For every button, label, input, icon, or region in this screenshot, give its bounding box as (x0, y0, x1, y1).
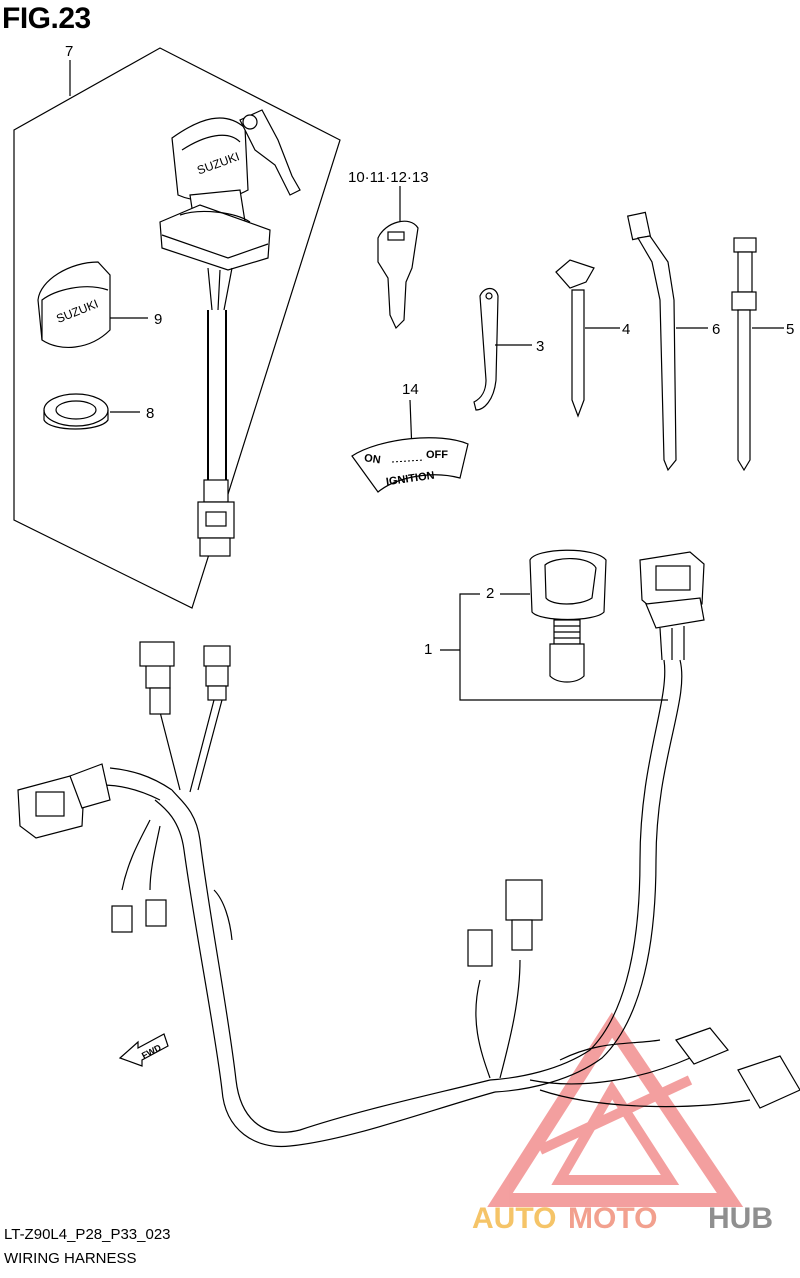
main-connector (639, 551, 705, 661)
watermark-text: AUTO MOTO HUB (472, 1202, 773, 1235)
label-on: ON (363, 452, 381, 466)
ignition-set-box (13, 47, 341, 609)
callout-3: 3 (536, 338, 544, 355)
spare-key (377, 186, 419, 330)
watermark-hub: HUB (708, 1202, 773, 1235)
watermark-auto: AUTO (472, 1202, 556, 1235)
cable-tie-6 (626, 211, 708, 472)
watermark-logo (487, 1012, 744, 1207)
callout-5: 5 (786, 321, 794, 338)
ignition-switch: SUZUKI (159, 109, 301, 557)
callout-7: 7 (65, 43, 73, 60)
drawing-code: LT-Z90L4_P28_P33_023 (4, 1226, 171, 1243)
callout-10-13: 10·11·12·13 (348, 169, 429, 186)
fwd-arrow: FWD (118, 1033, 169, 1067)
cable-tie-4 (555, 259, 620, 418)
ignition-label-plate: ON OFF IGNITION (351, 399, 469, 493)
watermark-moto: MOTO (568, 1202, 657, 1235)
figure-title: FIG.23 (2, 2, 91, 35)
callout-2: 2 (486, 585, 494, 602)
callout-14: 14 (402, 381, 419, 398)
clamp-3 (473, 287, 532, 411)
wiring-harness (17, 641, 800, 1148)
callout-9: 9 (154, 311, 162, 328)
ignition-cap-9: SUZUKI (37, 261, 148, 348)
label-off: OFF (426, 449, 448, 461)
nut-8 (43, 393, 140, 430)
figure-subtitle: WIRING HARNESS (4, 1250, 137, 1267)
callout-1: 1 (424, 641, 432, 658)
callout-8: 8 (146, 405, 154, 422)
cable-tie-5 (731, 237, 784, 472)
callout-4: 4 (622, 321, 630, 338)
connector-cap-2 (529, 549, 607, 683)
callout-6: 6 (712, 321, 720, 338)
callout-bracket (440, 593, 668, 701)
